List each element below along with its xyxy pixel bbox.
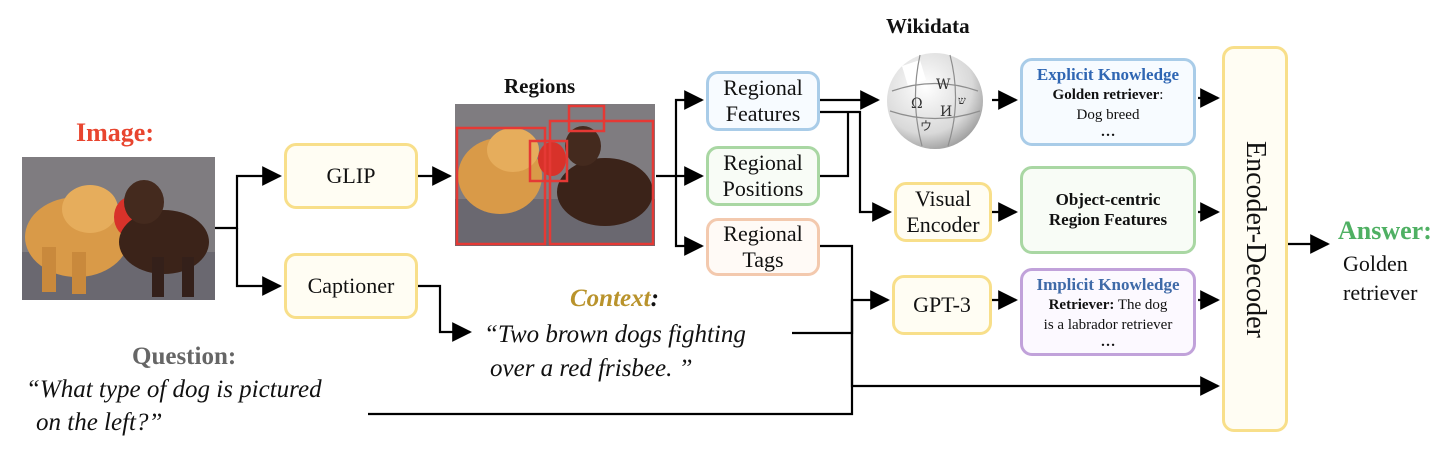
explicit-knowledge-ellipsis: … (1100, 123, 1116, 140)
implicit-knowledge-line2: is a labrador retriever (1043, 317, 1173, 334)
wikipedia-globe-icon: Ω W И ウ ש (880, 46, 990, 152)
context-colon: : (650, 285, 659, 312)
region-box-dark-dog (548, 119, 655, 246)
arrow-regions-tags (674, 176, 704, 256)
answer-text: Golden retriever (1343, 250, 1418, 307)
regional-features-line2: Features (725, 101, 801, 126)
regions-label: Regions (504, 74, 576, 98)
implicit-knowledge-line1: Retriever: The dog (1049, 295, 1168, 315)
captioner-label: Captioner (307, 272, 395, 298)
explicit-knowledge-title: Explicit Knowledge (1036, 64, 1180, 84)
context-heading: Context: (570, 285, 659, 313)
explicit-knowledge-line1: Golden retriever: (1053, 85, 1164, 105)
explicit-knowledge-box: Explicit Knowledge Golden retriever: Dog… (1020, 58, 1196, 146)
question-text: “What type of dog is pictured on the lef… (26, 374, 322, 439)
svg-text:Ω: Ω (911, 96, 923, 112)
arrow-image-glip (215, 166, 282, 230)
answer-label: Answer: (1338, 216, 1432, 245)
gpt3-label: GPT-3 (913, 291, 971, 317)
regional-features-box: Regional Features (706, 71, 820, 131)
context-label: Context (570, 285, 651, 312)
context-line1: “Two brown dogs fighting (484, 321, 746, 348)
implicit-knowledge-ellipsis: … (1100, 333, 1116, 350)
implicit-knowledge-box: Implicit Knowledge Retriever: The dog is… (1020, 268, 1196, 356)
encoder-decoder-label: Encoder-Decoder (1239, 140, 1271, 338)
arrow-context-gpt3 (792, 290, 890, 335)
input-image (22, 157, 215, 300)
explicit-knowledge-bold: Golden retriever (1052, 87, 1160, 104)
implicit-knowledge-bold: Retriever: (1048, 297, 1115, 314)
regional-positions-line1: Regional (723, 149, 803, 175)
implicit-knowledge-rest: The dog (1114, 297, 1168, 314)
image-label: Image: (76, 118, 154, 147)
svg-text:ש: ש (958, 94, 966, 107)
glip-label: GLIP (326, 162, 376, 188)
explicit-knowledge-rest: : (1159, 87, 1164, 104)
line-positions-merge (820, 112, 850, 178)
region-box-head (567, 104, 606, 133)
question-line1: “What type of dog is pictured (26, 376, 322, 403)
arrow-features-visual-encoder (820, 110, 892, 222)
gpt3-box: GPT-3 (892, 275, 992, 335)
regional-tags-line1: Regional (723, 220, 803, 246)
arrow-image-captioner (235, 228, 282, 296)
encoder-decoder-box: Encoder-Decoder (1222, 46, 1288, 432)
line-question-gpt3 (368, 300, 854, 416)
answer-line2: retriever (1343, 279, 1418, 305)
regional-positions-line2: Positions (722, 176, 804, 201)
question-label: Question: (132, 343, 237, 370)
visual-encoder-line2: Encoder (906, 212, 980, 237)
glip-box: GLIP (284, 143, 418, 209)
regional-positions-box: Regional Positions (706, 146, 820, 206)
context-line2: over a red frisbee. ” (490, 354, 693, 382)
regional-features-line1: Regional (723, 74, 803, 100)
region-box-frisbee (528, 139, 569, 183)
question-line2: on the left?” (36, 408, 163, 436)
svg-text:И: И (940, 104, 952, 120)
object-centric-line2: Region Features (1048, 210, 1168, 229)
context-text: “Two brown dogs fighting over a red fris… (484, 318, 746, 386)
region-box-golden-dog (455, 126, 547, 246)
captioner-box: Captioner (284, 253, 418, 319)
implicit-knowledge-title: Implicit Knowledge (1036, 274, 1180, 294)
object-centric-line1: Object-centric (1055, 189, 1161, 209)
arrow-regions-features (656, 90, 704, 178)
wikidata-label: Wikidata (886, 14, 970, 38)
svg-text:ウ: ウ (920, 119, 932, 133)
answer-line1: Golden (1343, 251, 1408, 276)
regional-tags-box: Regional Tags (706, 218, 820, 276)
visual-encoder-line1: Visual (914, 185, 972, 211)
regions-image (455, 104, 655, 246)
regional-tags-line2: Tags (742, 247, 784, 272)
arrow-captioner-context (417, 284, 472, 342)
object-centric-box: Object-centric Region Features (1020, 166, 1196, 254)
explicit-knowledge-line2: Dog breed (1076, 107, 1140, 124)
visual-encoder-box: Visual Encoder (894, 182, 992, 242)
svg-text:W: W (936, 77, 951, 93)
